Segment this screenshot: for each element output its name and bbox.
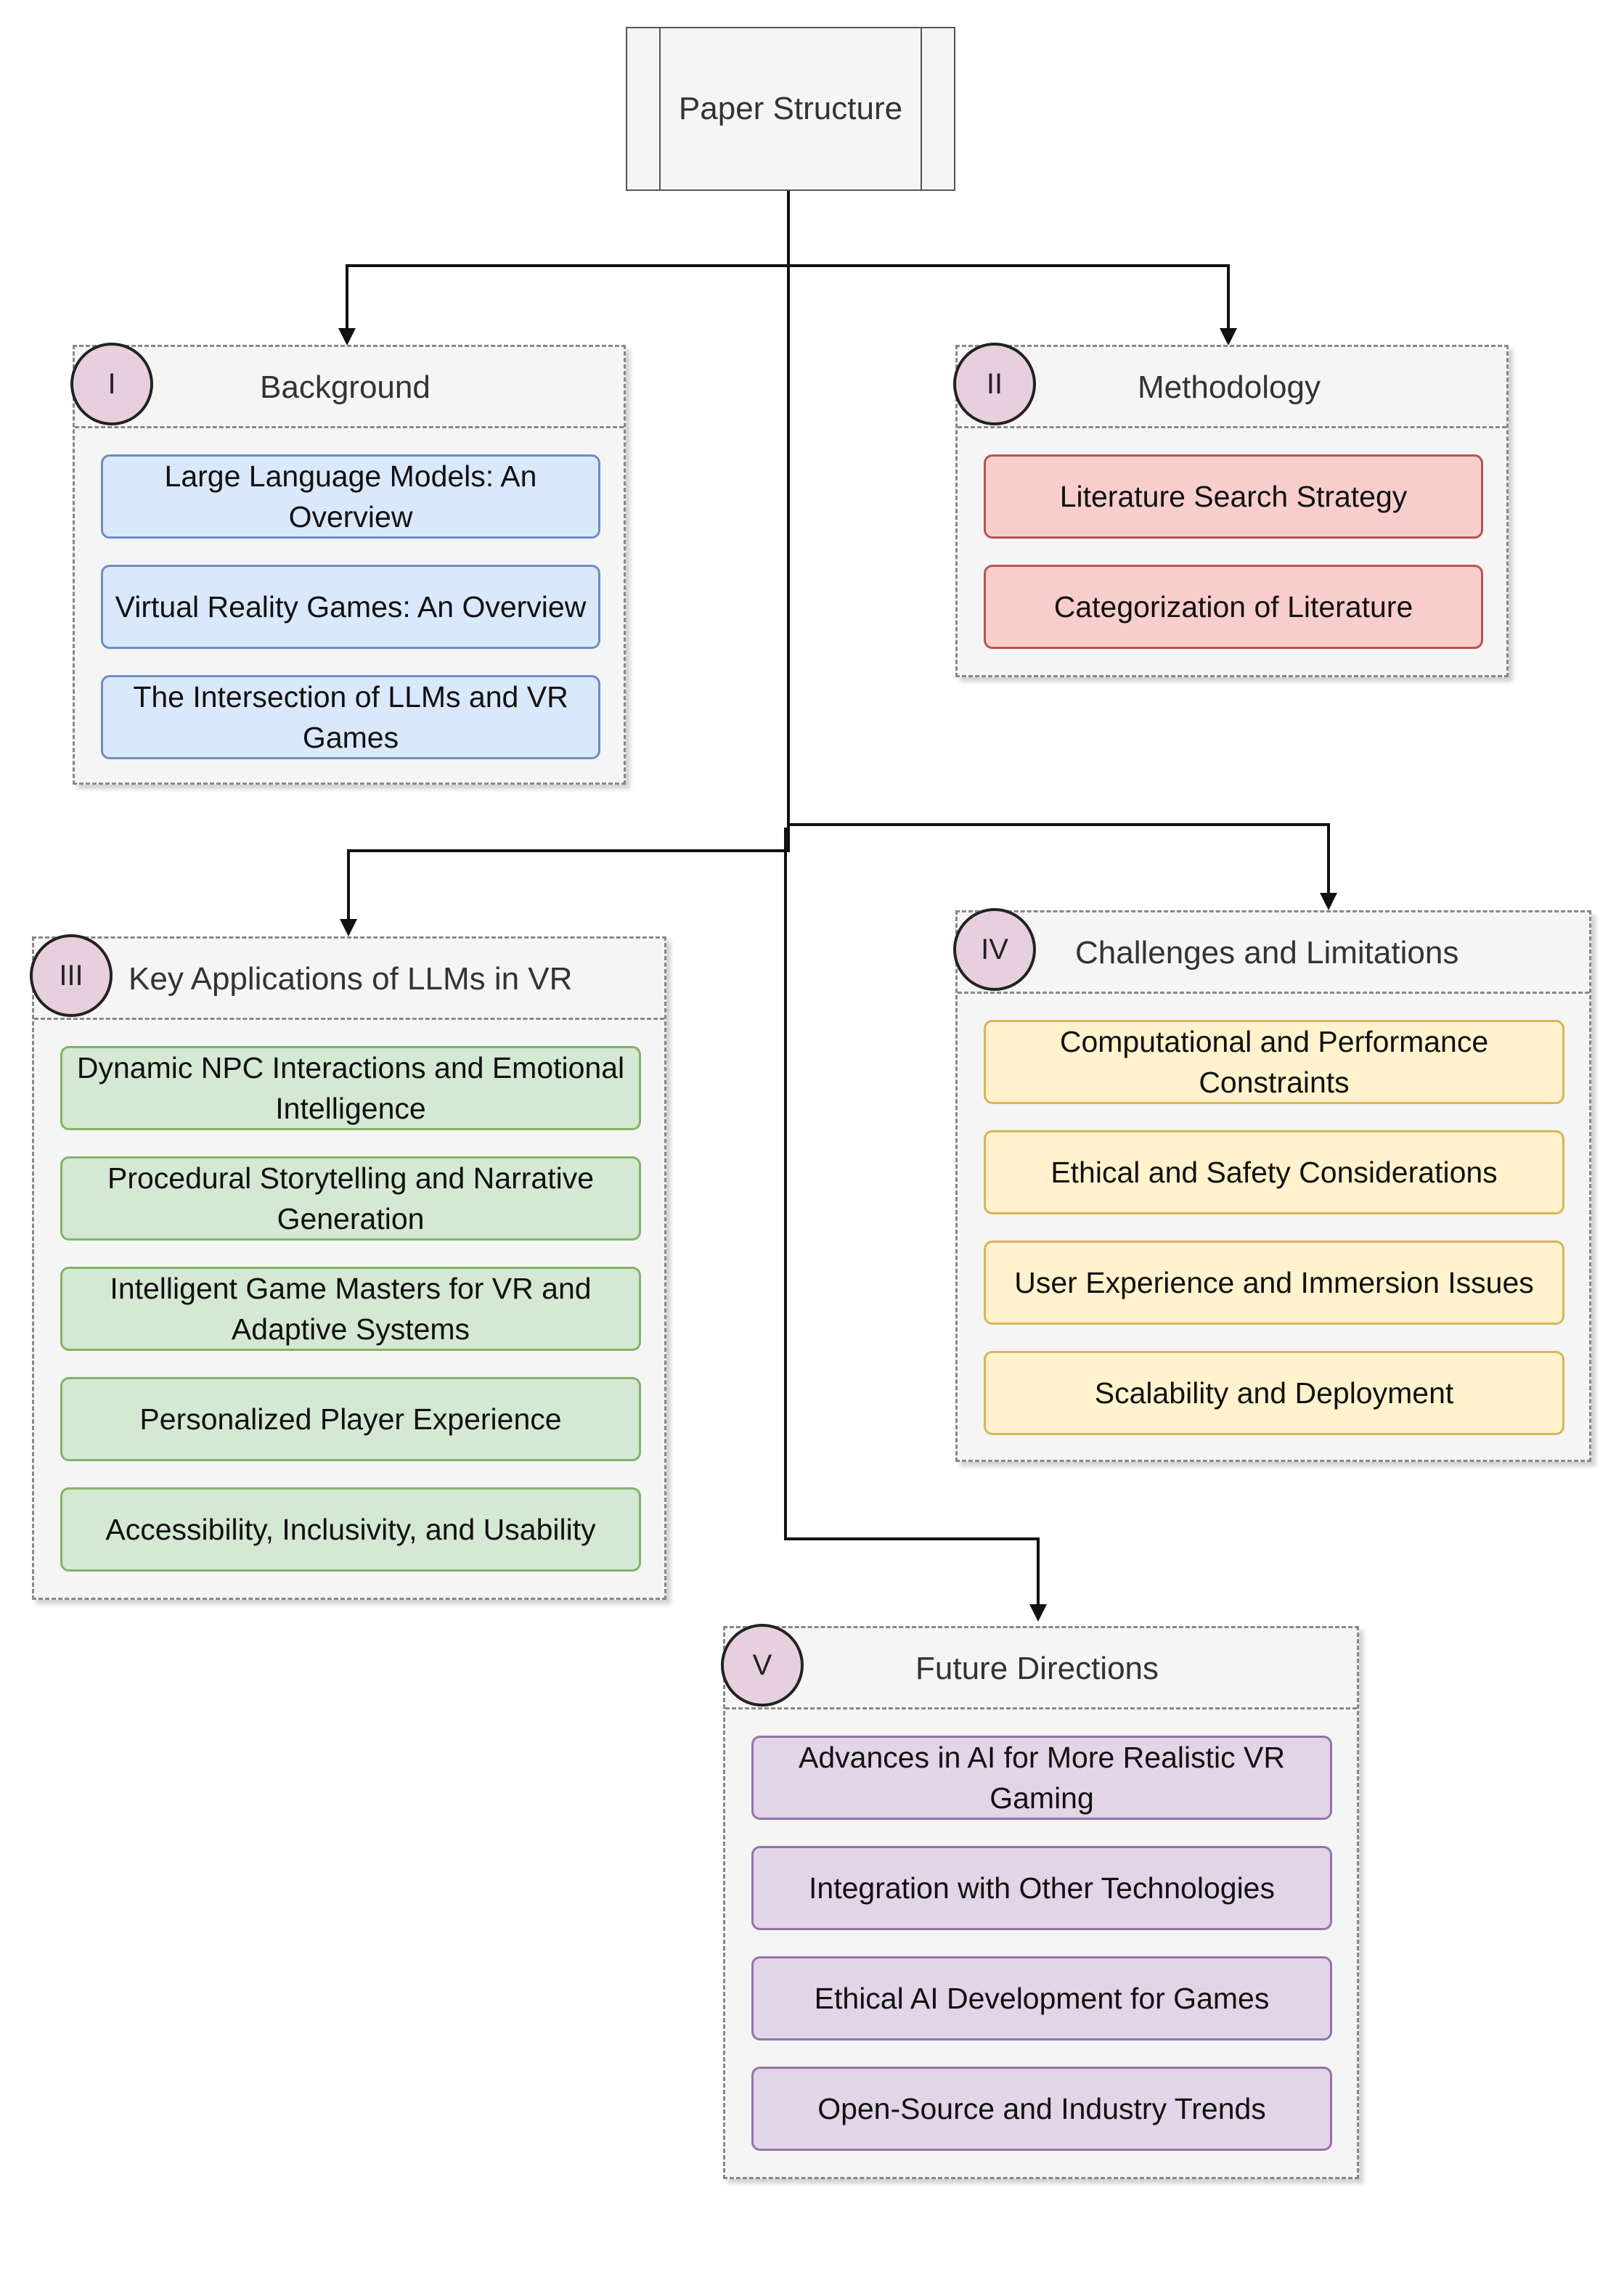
topic-box[interactable]: Categorization of Literature: [984, 565, 1483, 649]
section-title: Background: [260, 369, 431, 405]
connector-to-background: [346, 264, 788, 330]
section-header: [958, 347, 1506, 428]
section-title: Methodology: [1138, 369, 1321, 405]
arrowhead-background: [338, 328, 356, 346]
section-methodology[interactable]: II Methodology Literature Search Strateg…: [953, 343, 1509, 677]
topic-box[interactable]: Personalized Player Experience: [60, 1377, 641, 1461]
topic-box[interactable]: Dynamic NPC Interactions and Emotional I…: [60, 1046, 641, 1130]
section-header: [34, 939, 664, 1020]
topic-box[interactable]: Virtual Reality Games: An Overview: [101, 565, 600, 649]
arrowhead-methodology: [1220, 328, 1237, 346]
topic-box[interactable]: User Experience and Immersion Issues: [984, 1241, 1564, 1325]
topic-box[interactable]: Integration with Other Technologies: [751, 1846, 1332, 1930]
topic-box[interactable]: Large Language Models: An Overview: [101, 454, 600, 539]
topic-box[interactable]: Computational and Performance Constraint…: [984, 1020, 1564, 1104]
arrowhead-future-directions: [1029, 1604, 1047, 1622]
section-challenges[interactable]: IV Challenges and Limitations Computatio…: [953, 908, 1591, 1462]
topic-box[interactable]: Literature Search Strategy: [984, 454, 1483, 539]
root-right-bar: [921, 28, 922, 189]
section-header: [725, 1628, 1357, 1709]
topic-box[interactable]: Ethical AI Development for Games: [751, 1956, 1332, 2040]
topic-box[interactable]: Scalability and Deployment: [984, 1351, 1564, 1435]
connector-to-key-applications: [347, 828, 790, 920]
section-number-badge: III: [30, 934, 113, 1017]
section-number-badge: V: [721, 1624, 804, 1707]
section-key-applications[interactable]: III Key Applications of LLMs in VR Dynam…: [30, 934, 666, 1600]
topic-box[interactable]: Accessibility, Inclusivity, and Usabilit…: [60, 1487, 641, 1572]
arrowhead-challenges: [1320, 893, 1337, 910]
topic-box[interactable]: Ethical and Safety Considerations: [984, 1130, 1564, 1214]
connector-to-future-directions: [784, 828, 1040, 1606]
connector-to-challenges: [788, 823, 1330, 894]
section-title: Future Directions: [915, 1651, 1159, 1686]
section-future-directions[interactable]: V Future Directions Advances in AI for M…: [721, 1624, 1359, 2179]
root-left-bar: [659, 28, 661, 189]
section-number-badge: I: [70, 343, 153, 425]
root-node-paper-structure[interactable]: Paper Structure: [626, 27, 955, 191]
topic-box[interactable]: Intelligent Game Masters for VR and Adap…: [60, 1267, 641, 1351]
section-title: Key Applications of LLMs in VR: [128, 961, 573, 997]
root-label: Paper Structure: [678, 91, 903, 126]
arrowhead-key-applications: [340, 919, 357, 936]
connector-to-methodology: [788, 264, 1230, 330]
topic-box[interactable]: Procedural Storytelling and Narrative Ge…: [60, 1156, 641, 1241]
section-title: Challenges and Limitations: [1075, 935, 1459, 971]
section-number-badge: IV: [953, 908, 1036, 991]
section-number-badge: II: [953, 343, 1036, 425]
topic-box[interactable]: The Intersection of LLMs and VR Games: [101, 675, 600, 759]
topic-box[interactable]: Advances in AI for More Realistic VR Gam…: [751, 1736, 1332, 1820]
topic-box[interactable]: Open-Source and Industry Trends: [751, 2067, 1332, 2151]
section-header: [75, 347, 624, 428]
section-header: [958, 912, 1589, 994]
section-background[interactable]: I Background Large Language Models: An O…: [70, 343, 626, 785]
